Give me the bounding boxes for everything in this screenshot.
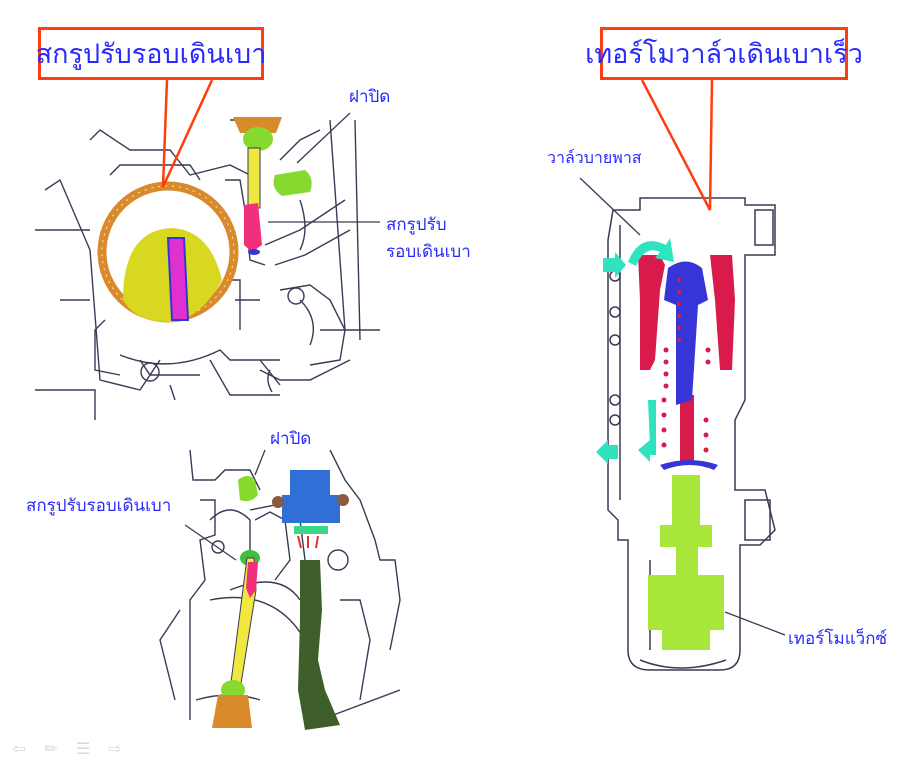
idle-screw-top (233, 117, 282, 255)
throttle-bore (97, 181, 239, 323)
callout-idle-screw-title: สกรูปรับรอบเดินเบา (35, 27, 267, 80)
leader-lines-bottom (184, 449, 266, 561)
sensor-blue (272, 470, 349, 549)
leader-lines-top (268, 112, 380, 223)
menu-icon[interactable]: ☰ (75, 739, 91, 758)
label-thermo-wax: เทอร์โมแว็กซ์ (788, 629, 888, 649)
callout-thermo-valve-text: เทอร์โมวาล์วเดินเบาเร็ว (585, 39, 863, 70)
thermo-wax-element (648, 475, 724, 650)
leader-lines-valve (579, 177, 786, 636)
callout-thermo-valve-title: เทอร์โมวาล์วเดินเบาเร็ว (585, 27, 863, 80)
callout-pointer-idle-screw (161, 79, 214, 188)
label-idle-screw-top: สกรูปรับ รอบเดินเบา (386, 214, 471, 264)
label-bypass-valve: วาล์วบายพาส (547, 148, 642, 167)
flow-arrows (596, 238, 674, 464)
cap-top (273, 170, 312, 196)
callout-pointer-thermo-valve (640, 79, 714, 211)
callout-idle-screw-text: สกรูปรับรอบเดินเบา (35, 39, 267, 70)
label-cap-top: ฝาปิด (349, 87, 391, 107)
label-idle-screw-top-line1: สกรูปรับ (386, 215, 447, 235)
arrow-right-icon[interactable]: ⇨ (108, 739, 122, 758)
slide-navigation: ⇦ ✏ ☰ ⇨ (8, 740, 126, 758)
label-cap-bottom: ฝาปิด (270, 429, 312, 449)
cap-bottom (238, 476, 258, 502)
throttle-body-bottom-drawing (159, 449, 401, 721)
label-idle-screw-top-line2: รอบเดินเบา (386, 241, 471, 262)
valve-body-red (638, 255, 735, 465)
label-idle-screw-bottom: สกรูปรับรอบเดินเบา (26, 496, 172, 516)
bypass-valve-blue (660, 261, 718, 470)
pen-icon[interactable]: ✏ (44, 739, 58, 758)
arrow-left-icon[interactable]: ⇦ (12, 739, 26, 758)
idle-screw-bottom (212, 550, 260, 728)
hose-green (298, 560, 340, 730)
springs (661, 278, 711, 453)
